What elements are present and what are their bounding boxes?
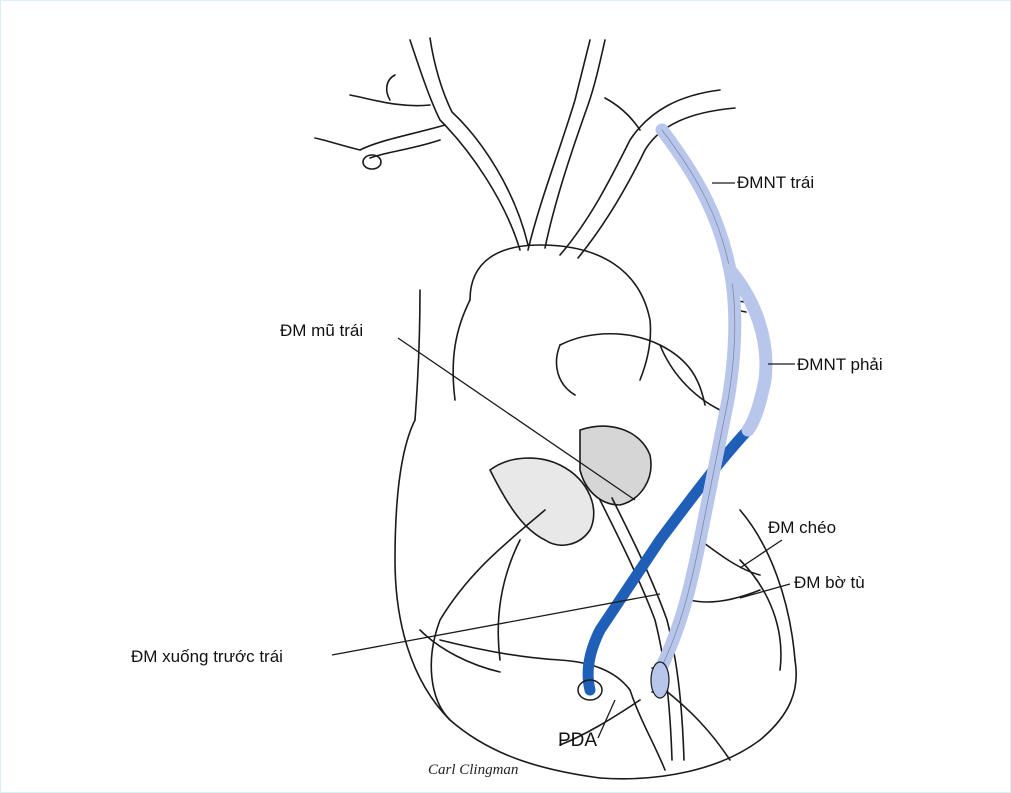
apex-branch	[664, 689, 731, 761]
left-subclavian-branch-inner	[369, 139, 441, 159]
heart-outline-left	[394, 419, 601, 779]
lad-vessel	[599, 499, 673, 761]
heart-outline-right	[739, 509, 796, 661]
pda-branch	[629, 689, 666, 771]
aortic-arch	[469, 244, 652, 381]
graft-lima	[653, 123, 742, 677]
right-atrium-top	[659, 344, 721, 411]
left-atrial-appendage	[489, 457, 595, 546]
lad-vessel-inner	[611, 497, 685, 761]
posterior-branch	[439, 639, 631, 691]
center-vessel-inner	[544, 39, 606, 249]
label-obtuse-marginal: ĐM bờ tù	[794, 573, 865, 592]
leader-circumflex	[397, 337, 636, 501]
vessel-stump	[362, 154, 382, 170]
label-lad: ĐM xuống trước trái	[131, 647, 283, 666]
atrial-appendage	[555, 344, 576, 396]
leader-pda	[597, 699, 616, 739]
leader-obtuse-marginal	[739, 583, 791, 599]
obtuse-marginal-vessel	[689, 589, 761, 603]
coronary-sinus-region	[579, 425, 652, 506]
left-vessel-trunk-inner	[429, 37, 529, 246]
left-subclavian-branch	[314, 124, 446, 151]
label-rima: ĐMNT phải	[797, 355, 883, 374]
right-vessel-inner	[577, 107, 736, 259]
left-coronary-branch-b	[497, 539, 521, 661]
pulmonary-trunk	[559, 333, 706, 406]
right-coronary-branch	[739, 559, 782, 671]
graft-rima	[723, 263, 773, 437]
label-pda: PDA	[558, 730, 598, 751]
left-small-branch-b	[385, 74, 396, 101]
heart-outline-bottom	[599, 659, 797, 780]
right-ventricle-edge	[419, 629, 501, 673]
label-lima: ĐMNT trái	[737, 173, 815, 192]
center-vessel	[527, 39, 591, 251]
pda-branch-b	[559, 699, 641, 746]
right-small-branch	[604, 97, 641, 131]
graft-lima-outline	[659, 129, 736, 671]
left-heart-edge	[452, 299, 471, 401]
svc-line	[414, 289, 421, 421]
artist-signature: Carl Clingman	[428, 762, 519, 778]
left-small-branch	[349, 94, 431, 107]
graft-lima-anastomosis	[650, 661, 670, 699]
leader-diagonal	[739, 539, 783, 569]
right-vessel	[559, 89, 721, 256]
left-vessel-trunk	[409, 39, 521, 251]
leader-lad	[331, 593, 661, 656]
label-circumflex: ĐM mũ trái	[280, 321, 364, 340]
left-coronary-branch	[430, 509, 546, 721]
graft-dark-anastomosis	[577, 679, 603, 701]
diagonal-vessel	[699, 539, 761, 576]
label-diagonal: ĐM chéo	[768, 518, 837, 537]
